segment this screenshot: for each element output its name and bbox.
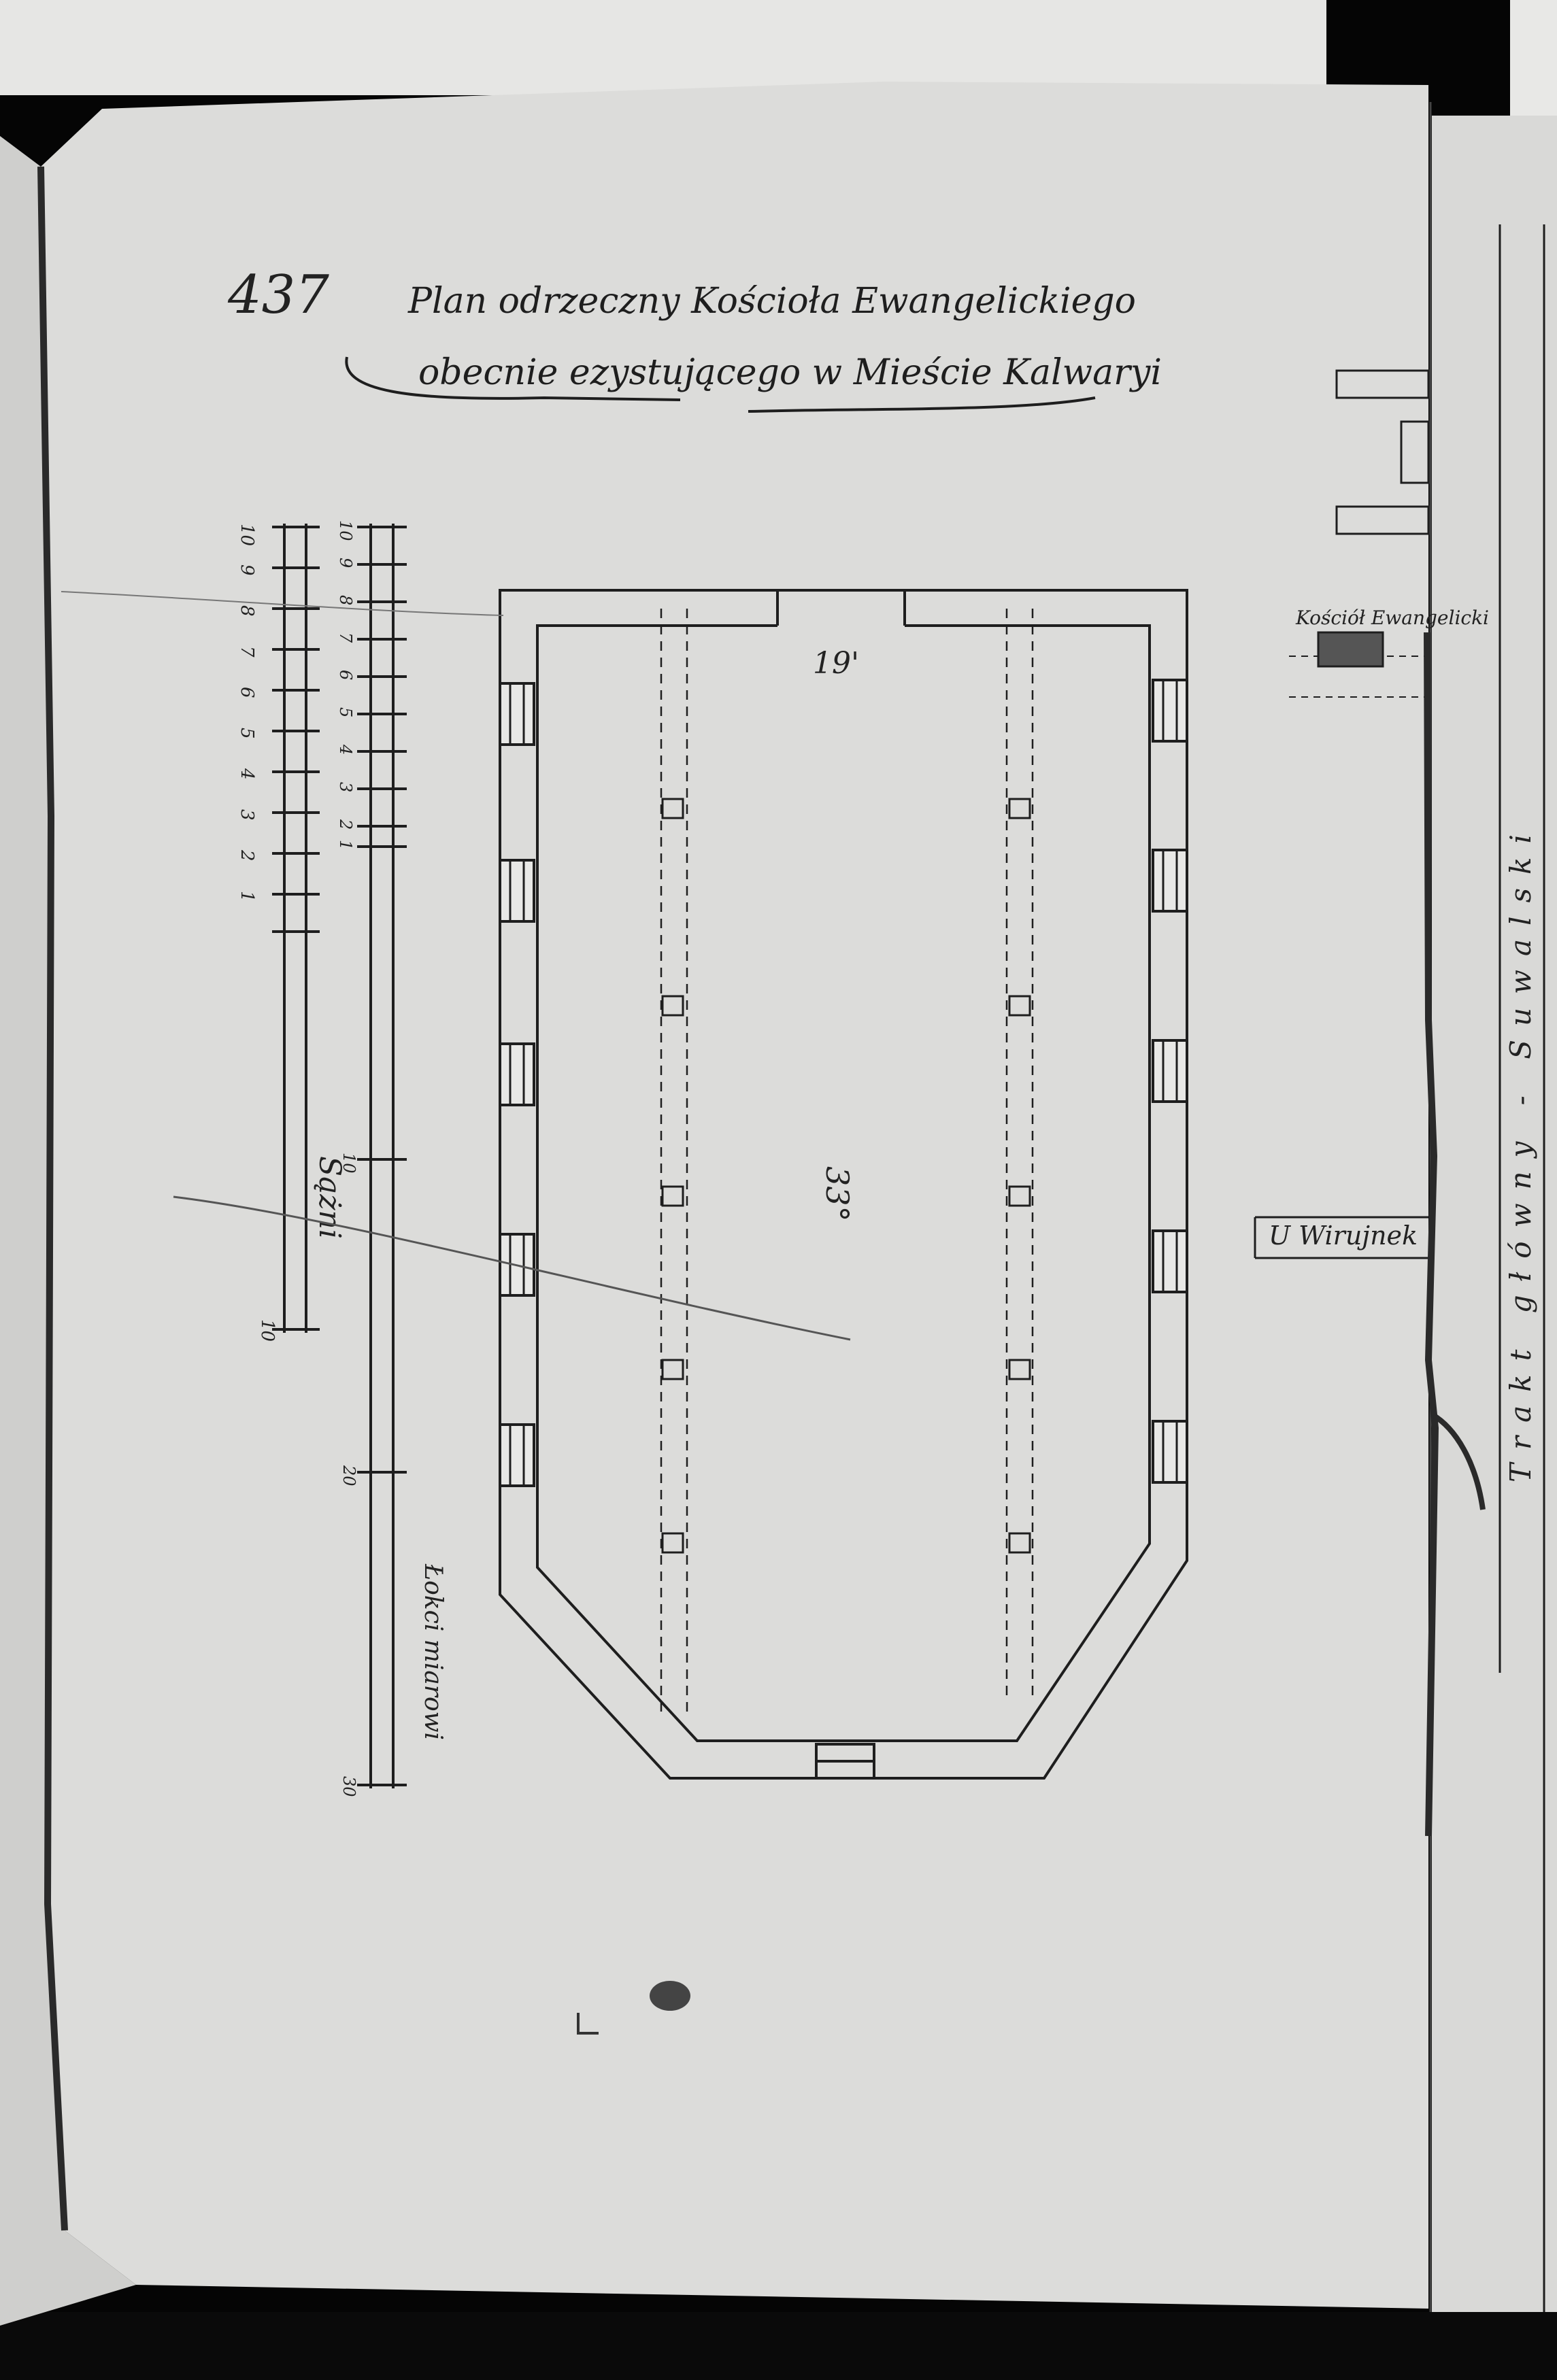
church-length-label: 33° [819, 1166, 856, 1222]
scale-right-numbers: 10 9 8 7 6 5 4 3 2 1 10 20 30 [336, 520, 358, 1797]
paper-crease [173, 1195, 851, 1341]
column [1008, 1185, 1031, 1207]
side-street-label: U Wirujnek [1269, 1221, 1418, 1251]
map-building [1335, 369, 1430, 399]
window [1152, 849, 1188, 913]
scale-right-tick: 6 [336, 670, 355, 680]
column [1008, 798, 1031, 819]
scale-left-tick: 6 [237, 687, 257, 698]
column [1008, 1532, 1031, 1554]
column [661, 1359, 684, 1380]
scale-right-tick: 7 [336, 632, 355, 643]
map-church-label: Kościół Ewangelicki [1295, 607, 1489, 629]
scale-right-tick: 30 [339, 1776, 358, 1797]
scale-bar-right [357, 524, 407, 1788]
left-fold-shadow [37, 166, 68, 2231]
scale-right-tick: 8 [336, 595, 355, 605]
church-outer-wall [499, 589, 1188, 1780]
map-sheet [1432, 116, 1557, 2319]
ink-stain [650, 1981, 690, 2011]
scale-right-tick: 4 [336, 744, 355, 755]
scale-left-tick: 10 [237, 524, 257, 546]
paper-sheet [41, 82, 1428, 2309]
column [1008, 995, 1031, 1017]
scale-left-numbers: 10 9 8 7 6 5 4 3 2 1 10 [237, 524, 278, 1342]
column [661, 798, 684, 819]
scale-right-tick: 2 [336, 819, 355, 830]
scale-left-tick: 5 [237, 728, 257, 739]
title-flourish-right [748, 396, 1096, 413]
scale-left-tick: 10 [257, 1319, 278, 1342]
folio-number: 437 [227, 265, 329, 326]
binding-thread [1424, 632, 1439, 1837]
top-right-margin [1510, 0, 1557, 136]
column [661, 995, 684, 1017]
window [1152, 679, 1188, 743]
paper-crease [61, 591, 504, 616]
pencil-mark [577, 2013, 599, 2035]
map-church-block [1317, 631, 1384, 668]
column [661, 1532, 684, 1554]
window [499, 1042, 535, 1106]
scale-left-tick: 4 [237, 768, 257, 780]
scale-left-tick: 9 [237, 564, 257, 576]
window [1152, 1229, 1188, 1293]
scale-right-tick: 20 [339, 1465, 358, 1486]
window [499, 1423, 535, 1487]
scale-left-tick: 8 [237, 605, 257, 617]
column [661, 1185, 684, 1207]
scale-left-tick: 1 [237, 891, 257, 902]
scale-bar-left [272, 524, 320, 1333]
scale-left-tick: 2 [237, 849, 257, 862]
column [1008, 1359, 1031, 1380]
scale-right-tick: 10 [339, 1153, 358, 1174]
scale-left-tick: 7 [237, 646, 257, 658]
church-width-label: 19' [813, 646, 859, 681]
main-street-label: Trakt główny - Suwalski [1504, 821, 1537, 1482]
window [499, 682, 535, 746]
binding-thread-tail [1430, 1412, 1486, 1510]
left-edge [0, 136, 136, 2326]
scale-right-tick: 1 [336, 840, 355, 850]
window [1152, 1420, 1188, 1484]
scale-right-tick: 3 [336, 782, 355, 792]
windows-left [499, 682, 535, 1487]
columns [661, 798, 1031, 1554]
map-building [1400, 420, 1430, 484]
scale-right-label: Łokci miarowi [419, 1563, 447, 1740]
title-flourish-left [345, 356, 681, 401]
title-line-2: obecnie ezystującego w Mieście Kalwaryi [418, 352, 1162, 393]
scale-left-tick: 3 [237, 809, 257, 821]
windows-right [1152, 679, 1188, 1484]
church-inner-wall [536, 624, 1151, 1742]
window [499, 859, 535, 923]
scale-left-label: Sążni [312, 1156, 347, 1239]
map-building [1335, 505, 1430, 535]
bottom-border [0, 2312, 1557, 2380]
scale-right-tick: 9 [336, 558, 355, 568]
church-floor-plan [499, 589, 1188, 1780]
title-line-1: Plan odrzeczny Kościoła Ewangelickiego [407, 281, 1136, 322]
scale-right-tick: 10 [336, 520, 355, 541]
scale-right-tick: 5 [336, 707, 355, 717]
window [1152, 1039, 1188, 1103]
top-margin [0, 0, 1326, 95]
window-mullions [509, 680, 1178, 1486]
location-map [1254, 224, 1545, 2312]
